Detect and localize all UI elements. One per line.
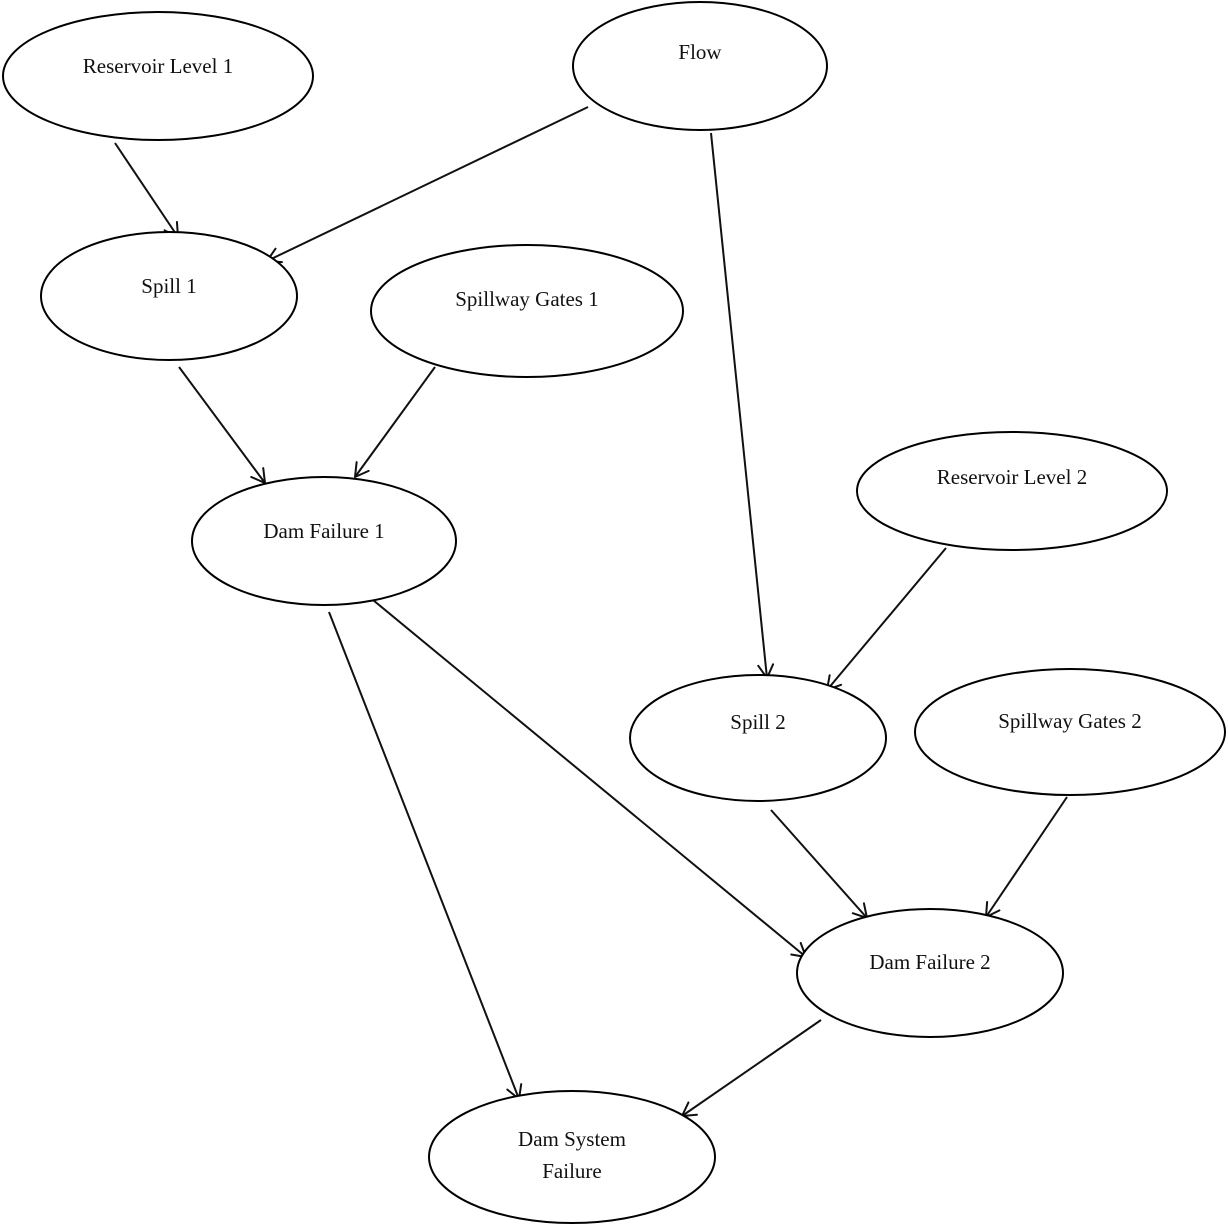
node-label: Dam System bbox=[518, 1127, 626, 1151]
node-gates1: Spillway Gates 1 bbox=[370, 244, 684, 378]
node-ellipse bbox=[40, 231, 298, 361]
node-label: Dam Failure 2 bbox=[869, 950, 990, 974]
edge-line bbox=[770, 809, 868, 919]
node-ellipse bbox=[572, 1, 828, 131]
node-label: Spill 1 bbox=[141, 274, 196, 298]
edges-layer bbox=[114, 106, 1068, 1117]
node-spill2: Spill 2 bbox=[629, 674, 887, 802]
node-label: Reservoir Level 1 bbox=[83, 54, 233, 78]
node-ellipse bbox=[2, 11, 314, 141]
node-reservoir2: Reservoir Level 2 bbox=[856, 431, 1168, 551]
node-flow: Flow bbox=[572, 1, 828, 131]
edge-damfail1-to-system bbox=[328, 611, 523, 1100]
edge-gates1-to-damfail1 bbox=[354, 366, 436, 478]
node-damfail2: Dam Failure 2 bbox=[796, 908, 1064, 1038]
node-spill1: Spill 1 bbox=[40, 231, 298, 361]
node-ellipse bbox=[428, 1090, 716, 1224]
edge-line bbox=[354, 366, 436, 478]
edge-line bbox=[266, 106, 589, 262]
node-label: Failure bbox=[542, 1159, 601, 1183]
node-ellipse bbox=[856, 431, 1168, 551]
edge-line bbox=[681, 1019, 822, 1117]
edge-line bbox=[826, 547, 947, 691]
node-label: Reservoir Level 2 bbox=[937, 465, 1087, 489]
edge-spill1-to-damfail1 bbox=[178, 366, 266, 484]
arrowhead-icon bbox=[354, 461, 370, 478]
node-ellipse bbox=[370, 244, 684, 378]
edge-spill2-to-damfail2 bbox=[770, 809, 868, 919]
node-ellipse bbox=[914, 668, 1226, 796]
edge-line bbox=[114, 142, 179, 238]
edge-gates2-to-damfail2 bbox=[985, 796, 1068, 918]
edge-line bbox=[985, 796, 1068, 918]
node-ellipse bbox=[629, 674, 887, 802]
node-ellipse bbox=[191, 476, 457, 606]
node-gates2: Spillway Gates 2 bbox=[914, 668, 1226, 796]
edge-damfail2-to-system bbox=[681, 1019, 822, 1117]
edge-flow-to-spill2 bbox=[710, 132, 775, 679]
node-damfail1: Dam Failure 1 bbox=[191, 476, 457, 606]
node-label: Flow bbox=[678, 40, 722, 64]
node-label: Spillway Gates 2 bbox=[998, 709, 1141, 733]
edge-reservoir1-to-spill1 bbox=[114, 142, 179, 238]
node-label: Spillway Gates 1 bbox=[455, 287, 598, 311]
edge-line bbox=[372, 599, 807, 958]
node-ellipse bbox=[796, 908, 1064, 1038]
node-label: Spill 2 bbox=[730, 710, 785, 734]
edge-line bbox=[328, 611, 520, 1100]
node-label: Dam Failure 1 bbox=[263, 519, 384, 543]
edge-line bbox=[178, 366, 266, 484]
edge-flow-to-spill1 bbox=[266, 106, 589, 264]
node-reservoir1: Reservoir Level 1 bbox=[2, 11, 314, 141]
edge-reservoir2-to-spill2 bbox=[826, 547, 947, 691]
edge-line bbox=[710, 132, 768, 679]
